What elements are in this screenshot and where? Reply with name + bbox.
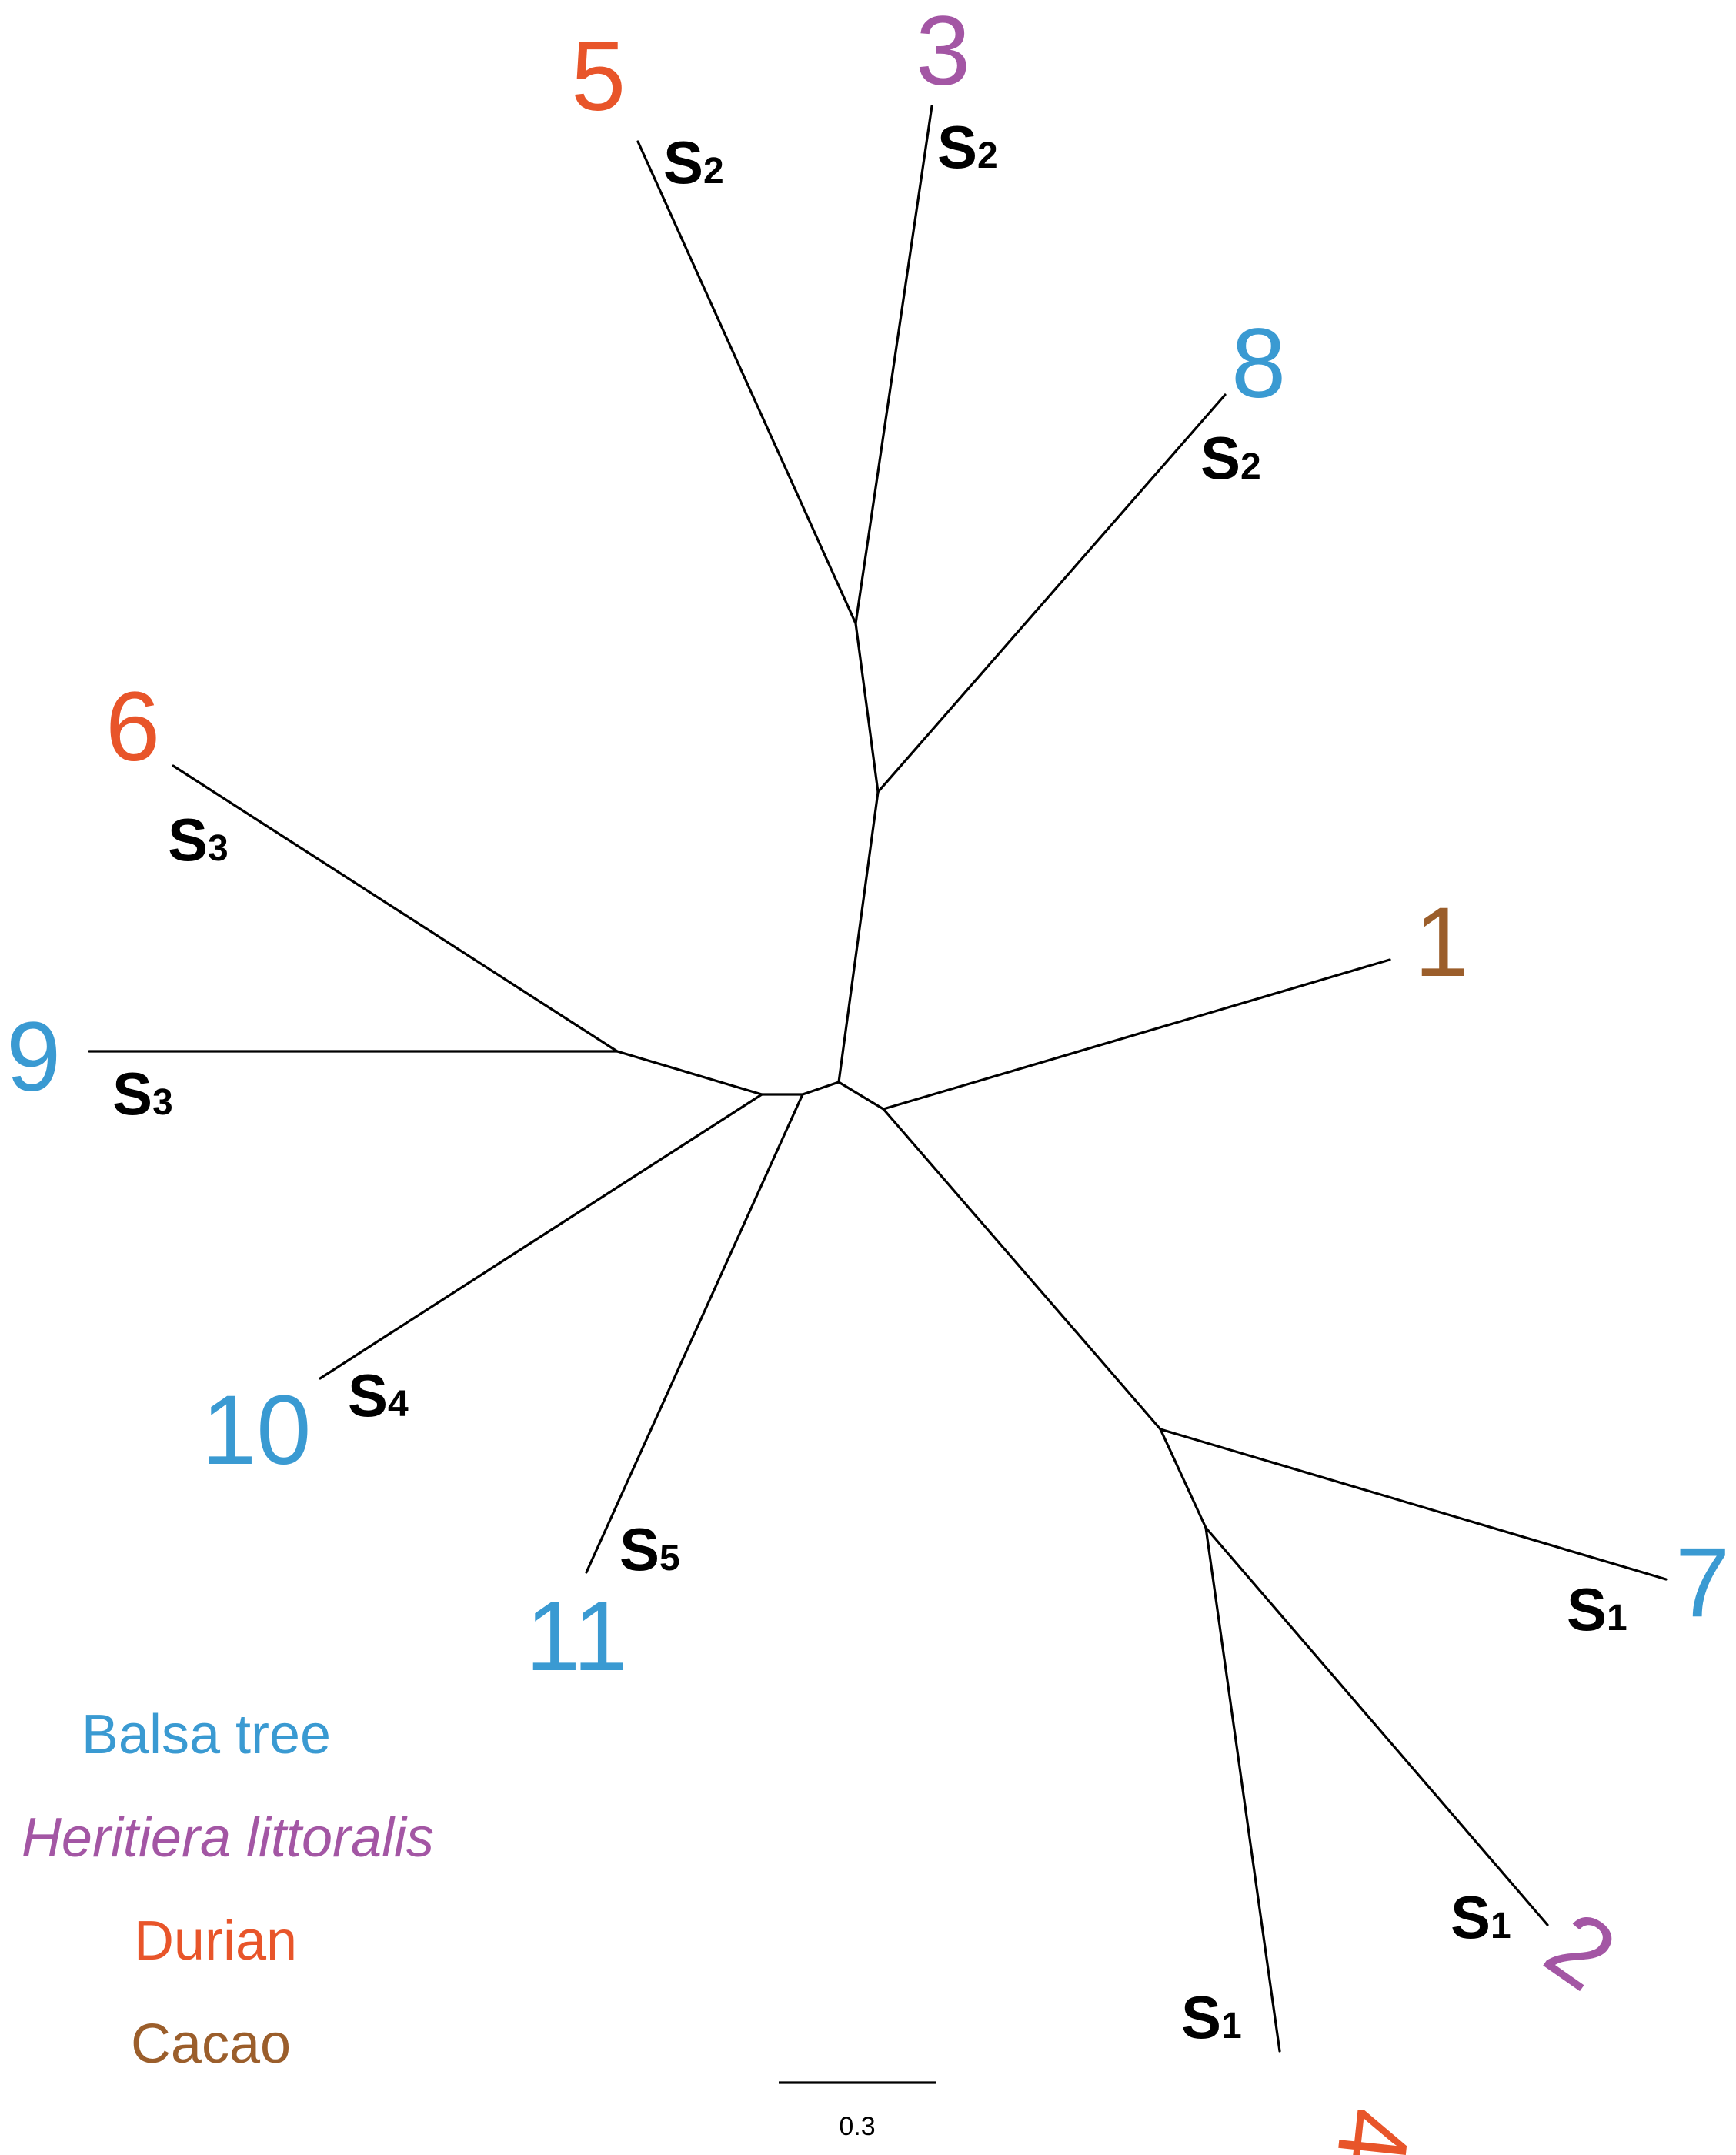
branch-leaf-4 bbox=[1204, 1526, 1281, 2053]
branch-leaf-2 bbox=[1204, 1526, 1549, 1926]
leaf-label-7: 7 bbox=[1675, 1528, 1730, 1638]
leaf-labels: 5 3 8 6 9 1 10 11 7 2 4 bbox=[6, 0, 1730, 2155]
subgroup-label-s3-leaf-9: S3 bbox=[112, 1060, 173, 1128]
leaf-label-2: 2 bbox=[1527, 1890, 1634, 2012]
branch-leaf-6 bbox=[172, 764, 619, 1053]
leaf-label-3: 3 bbox=[916, 0, 970, 106]
branch-leaf-8 bbox=[876, 393, 1227, 794]
leaf-label-10: 10 bbox=[202, 1375, 311, 1485]
branch-root-join-right bbox=[837, 1081, 885, 1111]
subgroup-label-s2-leaf-8: S2 bbox=[1200, 424, 1261, 492]
leaf-label-11: 11 bbox=[526, 1582, 628, 1692]
branch-leaf-1 bbox=[882, 958, 1391, 1111]
legend: Balsa tree Heritiera littoralis Durian C… bbox=[22, 1704, 434, 2075]
subgroup-label-s1-leaf-4: S1 bbox=[1181, 1983, 1242, 2051]
subgroup-labels: S2 S2 S2 S3 S3 S4 S5 S1 S1 S1 bbox=[112, 113, 1627, 2051]
subgroup-label-s2-leaf-3: S2 bbox=[937, 113, 998, 181]
branch-leaf-5 bbox=[636, 140, 857, 625]
branch-lower-to-2-4-node bbox=[1159, 1428, 1207, 1529]
branch-root-to-left bbox=[801, 1081, 840, 1096]
subgroup-label-s4-leaf-10: S4 bbox=[348, 1361, 409, 1429]
subgroup-label-s2-leaf-5: S2 bbox=[663, 129, 724, 196]
subgroup-label-s1-leaf-7: S1 bbox=[1567, 1575, 1627, 1643]
branch-upper-to-5-3-node bbox=[854, 622, 880, 794]
leaf-label-9: 9 bbox=[6, 1002, 61, 1112]
branch-leaf-10 bbox=[319, 1093, 763, 1380]
branch-root-to-upper bbox=[837, 790, 880, 1084]
legend-heritiera-littoralis: Heritiera littoralis bbox=[22, 1807, 434, 1869]
branch-left-to-6-9-node bbox=[616, 1050, 763, 1096]
scale-bar: 0.3 bbox=[779, 2081, 936, 2141]
branch-root-to-lower bbox=[882, 1108, 1162, 1431]
leaf-label-8: 8 bbox=[1231, 309, 1286, 419]
subgroup-label-s1-leaf-2: S1 bbox=[1451, 1883, 1511, 1951]
legend-cacao: Cacao bbox=[131, 2013, 291, 2075]
legend-balsa-tree: Balsa tree bbox=[82, 1704, 331, 1766]
branch-leaf-11 bbox=[585, 1093, 804, 1574]
subgroup-label-s5-leaf-11: S5 bbox=[619, 1515, 680, 1583]
leaf-label-5: 5 bbox=[571, 22, 626, 132]
branch-leaf-3 bbox=[854, 105, 933, 625]
leaf-label-6: 6 bbox=[105, 672, 160, 782]
scale-bar-label: 0.3 bbox=[839, 2112, 875, 2141]
legend-durian: Durian bbox=[134, 1910, 297, 1972]
tree-branches bbox=[88, 105, 1668, 2053]
leaf-label-1: 1 bbox=[1414, 887, 1469, 997]
subgroup-label-s3-leaf-6: S3 bbox=[168, 806, 229, 874]
leaf-label-4: 4 bbox=[1316, 2103, 1431, 2155]
branch-leaf-7 bbox=[1159, 1428, 1668, 1581]
